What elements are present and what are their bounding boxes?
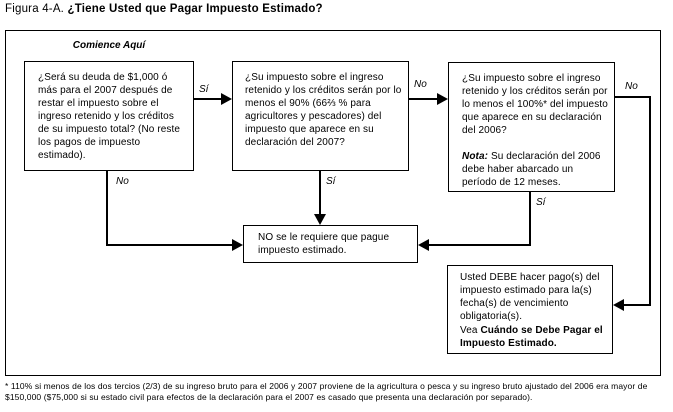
note-text: Su declaración del 2006 debe haber abarc… bbox=[462, 151, 601, 188]
question-box-100-percent-text: ¿Su impuesto sobre el ingreso retenido y… bbox=[462, 73, 608, 136]
question-box-100-percent: ¿Su impuesto sobre el ingreso retenido y… bbox=[448, 62, 615, 192]
connector-box1-to-box2 bbox=[194, 98, 222, 100]
arrow-right-icon bbox=[437, 93, 448, 105]
see-reference-paragraph: Vea Cuándo se Debe Pagar el Impuesto Est… bbox=[460, 324, 609, 350]
see-reference: Cuándo se Debe Pagar el Impuesto Estimad… bbox=[460, 325, 603, 349]
footnote: * 110% si menos de los dos tercios (2/3)… bbox=[5, 381, 648, 402]
figure-title-text: ¿Tiene Usted que Pagar Impuesto Estimado… bbox=[67, 3, 323, 15]
start-here-label: Comience Aquí bbox=[72, 40, 146, 51]
see-prefix: Vea bbox=[460, 325, 478, 336]
arrow-down-icon bbox=[314, 214, 326, 225]
question-box-90-percent: ¿Su impuesto sobre el ingreso retenido y… bbox=[232, 61, 409, 171]
result-not-required-text: NO se le requiere que pague impuesto est… bbox=[258, 232, 390, 256]
arrow-right-icon bbox=[232, 239, 243, 251]
note-label: Nota: bbox=[462, 151, 489, 162]
connector-box3-no-bottom bbox=[624, 304, 651, 306]
arrow-left-icon bbox=[418, 239, 429, 251]
edge-label-no1: No bbox=[116, 176, 129, 187]
question-box-debt: ¿Será su deuda de $1,000 ó más para el 2… bbox=[24, 61, 194, 171]
edge-label-yes3: Sí bbox=[536, 197, 546, 208]
figure-title: Figura 4-A. ¿Tiene Usted que Pagar Impue… bbox=[5, 3, 323, 15]
connector-box3-yes-horizontal bbox=[429, 244, 531, 246]
result-box-not-required: NO se le requiere que pague impuesto est… bbox=[243, 225, 418, 263]
edge-label-no2: No bbox=[414, 79, 427, 90]
result-box-must-pay: Usted DEBE hacer pago(s) del impuesto es… bbox=[447, 265, 613, 354]
edge-label-no3: No bbox=[625, 81, 638, 92]
edge-label-yes2: Sí bbox=[326, 176, 336, 187]
question-box-90-percent-text: ¿Su impuesto sobre el ingreso retenido y… bbox=[245, 72, 402, 148]
question-box-debt-text: ¿Será su deuda de $1,000 ó más para el 2… bbox=[38, 72, 181, 161]
connector-box3-no-vertical bbox=[649, 96, 651, 306]
figure-number: Figura 4-A. bbox=[5, 3, 65, 15]
note-paragraph: Nota: Su declaración del 2006 debe haber… bbox=[462, 150, 609, 189]
connector-box3-yes-vertical bbox=[529, 192, 531, 246]
edge-label-yes1: Sí bbox=[199, 84, 209, 95]
connector-box3-no-top bbox=[615, 96, 651, 98]
connector-box2-yes-vertical bbox=[319, 171, 321, 215]
arrow-left-icon bbox=[613, 299, 624, 311]
connector-box2-to-box3 bbox=[409, 98, 438, 100]
arrow-right-icon bbox=[221, 93, 232, 105]
result-must-pay-text: Usted DEBE hacer pago(s) del impuesto es… bbox=[460, 272, 600, 322]
connector-box1-no-horizontal bbox=[106, 244, 234, 246]
connector-box1-no-vertical bbox=[106, 171, 108, 246]
